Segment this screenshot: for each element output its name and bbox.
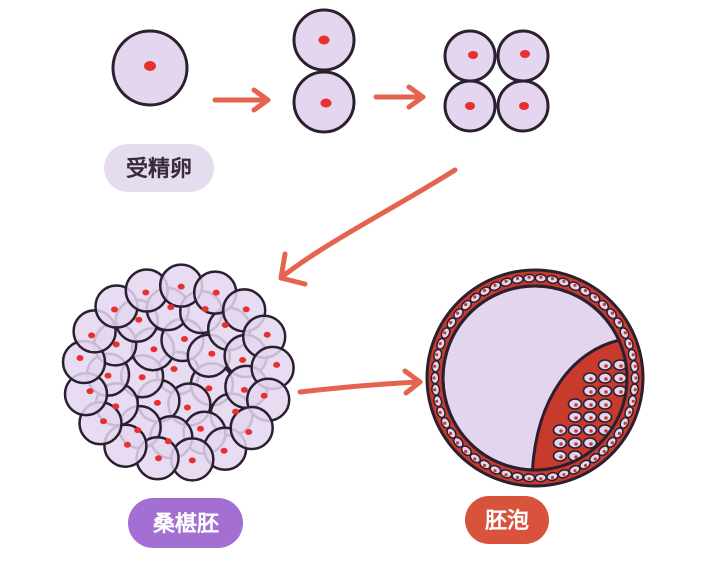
zygote-label: 受精卵 bbox=[126, 156, 192, 182]
nucleus bbox=[170, 366, 178, 372]
zygote-label-badge: 受精卵 bbox=[104, 144, 214, 192]
nucleus bbox=[88, 332, 96, 339]
morula-label-badge: 桑椹胚 bbox=[128, 498, 243, 548]
nucleus bbox=[201, 306, 209, 312]
four-cell-stage bbox=[443, 29, 550, 133]
nucleus bbox=[208, 350, 216, 357]
nucleus bbox=[273, 361, 281, 368]
blastocyst-label: 胚泡 bbox=[485, 508, 529, 534]
arrow-zygote-to-two-cell bbox=[212, 87, 271, 113]
two-cell-stage bbox=[292, 8, 356, 134]
zygote-cell bbox=[111, 29, 189, 107]
nucleus bbox=[232, 408, 240, 415]
arrow-morula-to-blastocyst bbox=[297, 368, 423, 396]
nucleus bbox=[240, 386, 248, 393]
nucleus bbox=[100, 418, 107, 425]
trophoblast-cells bbox=[430, 273, 640, 483]
nucleus bbox=[181, 336, 188, 342]
blastocyst-label-badge: 胚泡 bbox=[465, 496, 549, 544]
nucleus bbox=[144, 61, 156, 71]
nucleus bbox=[212, 289, 220, 296]
nucleus bbox=[86, 388, 94, 395]
morula-cluster bbox=[61, 263, 295, 482]
nucleus bbox=[205, 385, 213, 392]
nucleus bbox=[220, 447, 228, 454]
arrow-four-cell-to-morula bbox=[278, 167, 458, 287]
nucleus bbox=[135, 316, 143, 323]
nucleus bbox=[104, 372, 112, 379]
nucleus bbox=[134, 427, 142, 434]
nucleus bbox=[150, 346, 158, 353]
nucleus bbox=[183, 404, 191, 411]
nucleus bbox=[112, 403, 120, 410]
nucleus bbox=[138, 374, 146, 381]
nucleus bbox=[263, 331, 271, 338]
nucleus bbox=[245, 429, 253, 435]
blastocyst bbox=[425, 268, 645, 488]
nucleus bbox=[123, 441, 131, 448]
nucleus bbox=[155, 455, 162, 462]
morula-cell bbox=[229, 405, 274, 451]
nucleus bbox=[76, 355, 84, 361]
nucleus bbox=[221, 322, 229, 328]
arrow-two-to-four-cell bbox=[373, 84, 426, 110]
nucleus bbox=[153, 399, 161, 406]
nucleus bbox=[188, 457, 196, 464]
morula-label: 桑椹胚 bbox=[153, 511, 219, 537]
nucleus bbox=[242, 306, 250, 313]
nucleus bbox=[197, 425, 204, 432]
nucleus bbox=[111, 306, 118, 313]
nucleus bbox=[239, 357, 247, 363]
nucleus bbox=[167, 304, 175, 311]
nucleus bbox=[142, 289, 150, 296]
nucleus bbox=[177, 283, 185, 290]
nucleus bbox=[112, 341, 120, 348]
nucleus bbox=[260, 392, 268, 399]
nucleus bbox=[164, 438, 172, 445]
